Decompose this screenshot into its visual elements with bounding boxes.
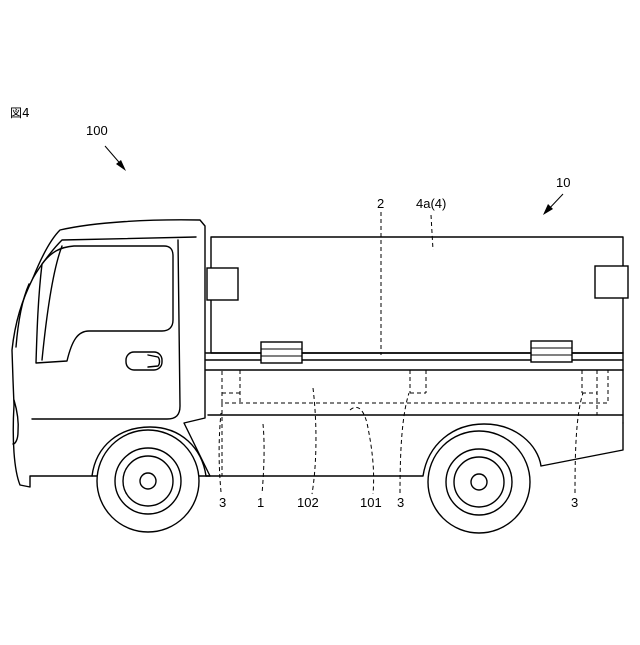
label-cover: 4a(4)	[416, 196, 446, 211]
label-support-mid: 3	[397, 495, 404, 510]
door-handle	[126, 352, 162, 370]
label-support-left: 3	[219, 495, 226, 510]
label-body: 10	[556, 175, 570, 190]
arrow-vehicle	[105, 146, 126, 171]
label-vehicle: 100	[86, 123, 108, 138]
arrow-body	[543, 194, 563, 215]
front-clamp	[207, 268, 238, 300]
hinge-right	[531, 341, 572, 362]
figure-label: 図4	[10, 106, 30, 120]
rear-wheel	[428, 431, 530, 533]
label-lower-member: 102	[297, 495, 319, 510]
label-floor: 2	[377, 196, 384, 211]
label-frame: 1	[257, 495, 264, 510]
label-upper-member: 101	[360, 495, 382, 510]
rear-clamp	[595, 266, 628, 298]
hinge-left	[261, 342, 302, 363]
label-support-right: 3	[571, 495, 578, 510]
front-wheel	[97, 430, 199, 532]
hidden-frame	[222, 370, 608, 476]
cargo-cover	[211, 237, 623, 353]
chassis-rail	[206, 370, 623, 423]
